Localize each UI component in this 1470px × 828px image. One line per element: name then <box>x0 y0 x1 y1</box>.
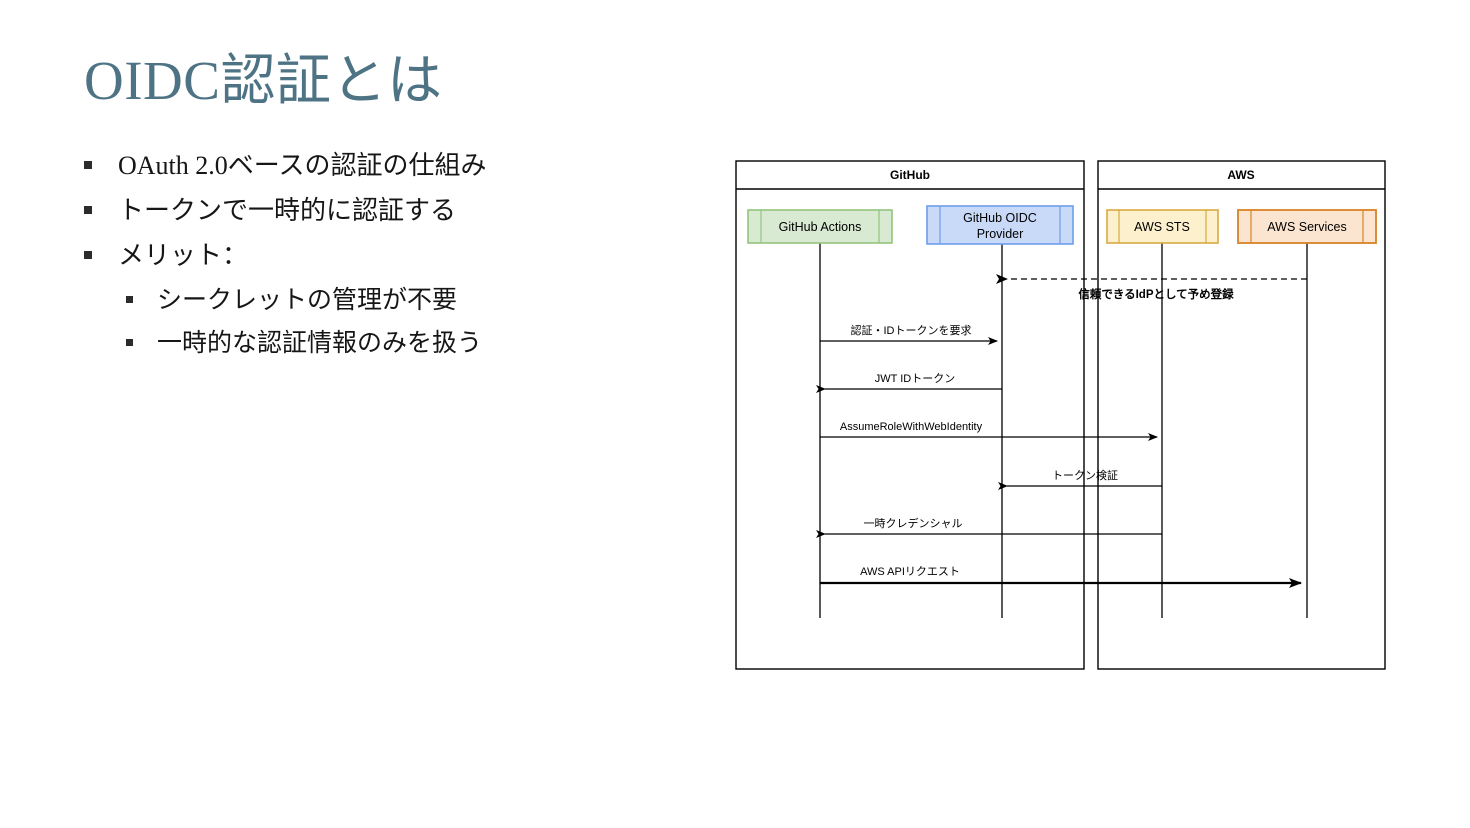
list-item: メリット： <box>84 238 644 275</box>
message-aws-api-request: AWS APIリクエスト <box>820 565 1302 588</box>
list-item: トークンで一時的に認証する <box>84 193 644 230</box>
list-item-label: OAuth 2.0ベースの認証の仕組み <box>118 151 487 180</box>
message-assume-role-with-web-identity: AssumeRoleWithWebIdentity <box>820 421 1158 441</box>
page-title: OIDC認証とは <box>84 50 443 111</box>
square-bullet-icon <box>84 161 92 169</box>
participant-github-oidc-provider[interactable]: GitHub OIDC Provider <box>926 205 1074 245</box>
list-item: 一時的な認証情報のみを扱う <box>84 326 644 362</box>
message-request-id-token: 認証・IDトークンを要求 <box>820 323 998 345</box>
square-bullet-icon <box>126 295 133 303</box>
list-item: OAuth 2.0ベースの認証の仕組み <box>84 148 644 185</box>
frame-aws: AWS <box>1097 160 1386 670</box>
message-label: AssumeRoleWithWebIdentity <box>840 421 983 433</box>
participant-label-aws-services: AWS Services <box>1267 220 1346 234</box>
square-bullet-icon <box>84 250 92 259</box>
participant-label-github-oidc-provider-line1: GitHub OIDC <box>963 211 1037 225</box>
frame-title-github: GitHub <box>890 168 930 182</box>
message-label: トークン検証 <box>1052 468 1118 482</box>
message-label: 信頼できるIdPとして予め登録 <box>1078 287 1234 301</box>
bullet-list: OAuth 2.0ベースの認証の仕組み トークンで一時的に認証する メリット： … <box>84 148 644 370</box>
message-jwt-id-token: JWT IDトークン <box>816 372 1002 393</box>
square-bullet-icon <box>126 339 133 347</box>
participant-label-github-oidc-provider-line2: Provider <box>977 227 1024 241</box>
list-item-label: 一時的な認証情報のみを扱う <box>157 330 483 358</box>
participant-github-actions[interactable]: GitHub Actions <box>747 209 893 244</box>
list-item-label: シークレットの管理が不要 <box>157 286 458 314</box>
list-item-label: トークンで一時的に認証する <box>118 195 457 225</box>
square-bullet-icon <box>84 205 92 214</box>
list-item-label: メリット： <box>118 240 249 270</box>
list-item: シークレットの管理が不要 <box>84 283 644 319</box>
message-temporary-credentials: 一時クレデンシャル <box>816 516 1162 538</box>
participant-aws-services[interactable]: AWS Services <box>1237 209 1377 244</box>
participant-aws-sts[interactable]: AWS STS <box>1106 209 1219 244</box>
message-label: 一時クレデンシャル <box>864 516 963 530</box>
participant-label-aws-sts: AWS STS <box>1134 220 1190 234</box>
message-label: AWS APIリクエスト <box>860 565 960 578</box>
message-label: JWT IDトークン <box>875 372 955 385</box>
message-trusted-idp-registration: 信頼できるIdPとして予め登録 <box>996 274 1307 301</box>
message-label: 認証・IDトークンを要求 <box>851 323 972 337</box>
message-token-verification: トークン検証 <box>998 468 1162 490</box>
sequence-diagram: GitHub AWS GitHub Actions <box>735 160 1386 670</box>
participant-label-github-actions: GitHub Actions <box>779 220 862 234</box>
frame-github: GitHub <box>735 160 1085 670</box>
frame-title-aws: AWS <box>1227 168 1254 182</box>
